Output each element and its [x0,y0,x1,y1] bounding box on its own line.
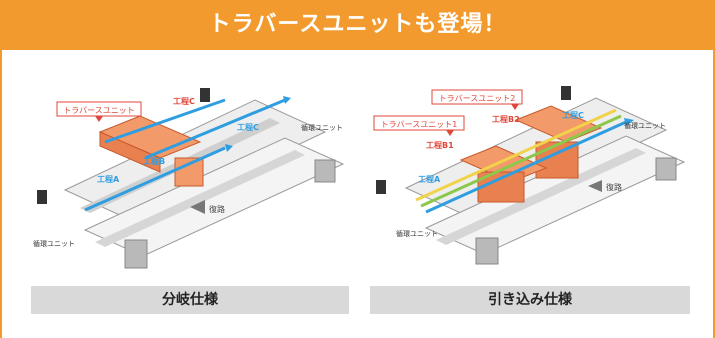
flow-c-right-arrow [144,98,286,160]
page-title: トラバースユニットも登場！ [0,0,715,50]
traverse-2-callout-box [431,89,523,105]
front-rail-side [436,148,646,245]
pull-in-diagram-svg: トラバースユニット2 トラバースユニット1 工程B2 工程B1 工程C 工程A … [373,86,686,265]
return-arrow [190,200,205,214]
right-leg [655,157,677,181]
circ-unit-right-label: 循環ユニット [301,123,343,132]
left-leg [475,237,499,265]
motor-top [200,88,210,102]
traverse-1-callout-box [373,115,465,131]
flow-green [420,114,622,208]
flow-arrowhead [624,118,634,126]
flow-c-arrowhead [283,96,291,104]
circ-unit-left-label: 循環ユニット [396,229,438,238]
traverse-unit-front [99,131,161,173]
return-path-label: 復路 [209,204,225,214]
traverse-unit-body [174,157,204,187]
process-a-label: 工程A [418,174,441,184]
traverse-2-callout-pointer [511,104,519,110]
traverse-1-callout-pointer [446,130,454,136]
traverse-label: トラバースユニット [63,106,135,115]
traverse-callout-pointer [95,116,103,122]
process-b-label: 工程B [143,156,165,166]
flow-a-arrowhead [225,144,233,152]
flow-yellow [415,108,617,202]
flow-blue [425,120,627,214]
traverse-1-label: トラバースユニット1 [381,120,458,129]
process-b2-label: 工程B2 [492,114,520,124]
motor-top [561,86,571,100]
left-leg [124,239,148,269]
circ-unit-left-label: 循環ユニット [33,239,75,248]
process-b1-label: 工程B1 [426,140,454,150]
branch-diagram-svg: トラバースユニット 工程C 工程C 工程B 工程A 復路 循環ユニット 循環ユニ… [33,88,345,269]
motor-left [37,190,47,204]
traverse-2-label: トラバースユニット2 [439,94,516,103]
process-a-label: 工程A [97,174,120,184]
flow-a-arrow [84,146,226,212]
branch-diagram: トラバースユニット 工程C 工程C 工程B 工程A 復路 循環ユニット 循環ユニ… [25,60,355,282]
branch-spec-caption: 分岐仕様 [31,286,349,314]
return-arrow [588,180,602,192]
circ-unit-right-label: 循環ユニット [624,121,666,130]
process-c-right-label: 工程C [237,122,259,132]
process-c-label: 工程C [562,110,584,120]
return-path-label: 復路 [606,182,622,192]
flow-c-arrow [104,98,226,144]
motor-left [376,180,386,194]
pull-in-spec-caption: 引き込み仕様 [370,286,690,314]
process-c-top-label: 工程C [173,96,195,106]
right-leg [314,159,336,183]
front-rail-side [95,150,305,247]
pull-in-diagram: トラバースユニット2 トラバースユニット1 工程B2 工程B1 工程C 工程A … [366,60,696,282]
